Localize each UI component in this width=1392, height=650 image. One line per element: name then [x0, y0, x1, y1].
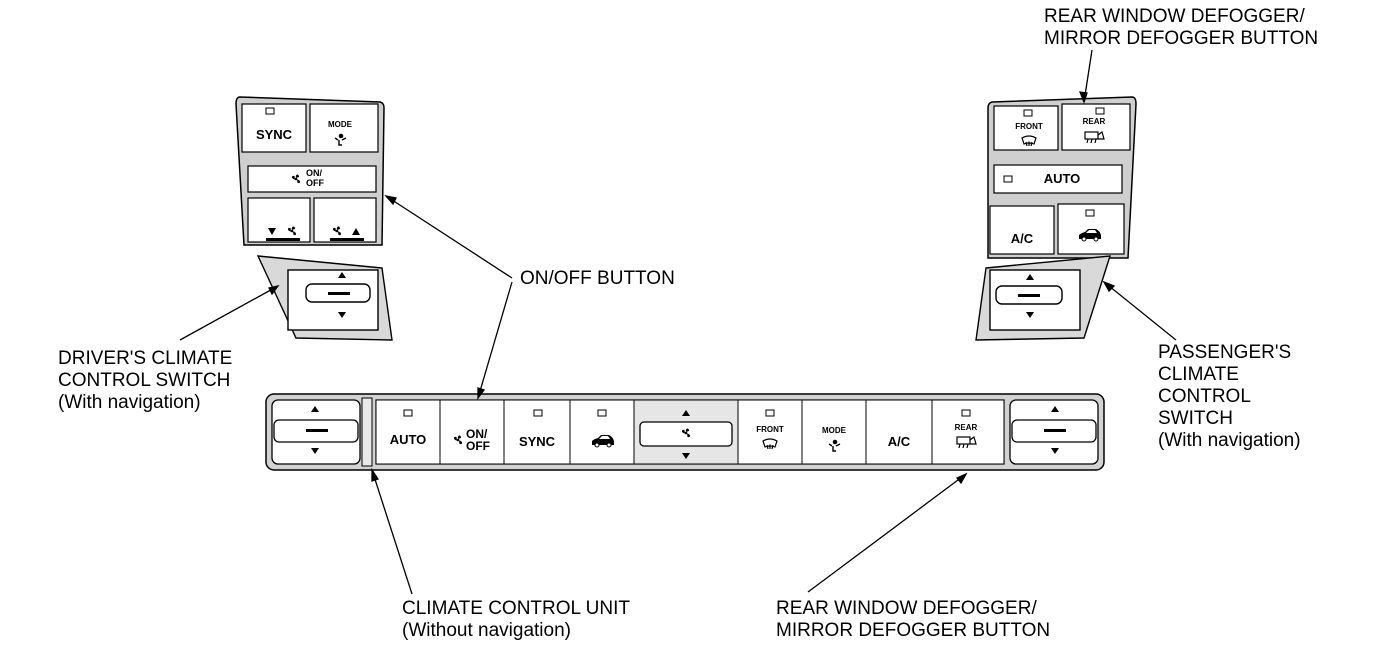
- triangle-up-icon: [311, 406, 319, 412]
- auto-button[interactable]: AUTO: [993, 164, 1123, 194]
- unit-mode-button[interactable]: MODE: [801, 399, 867, 465]
- unit-sync-label: SYNC: [519, 434, 556, 449]
- driver-sync-label: SYNC: [256, 127, 293, 142]
- callout-drivers-climate-control-switch: DRIVER'S CLIMATE CONTROL SWITCH (With na…: [58, 348, 232, 414]
- unit-recirculation-button[interactable]: [569, 399, 635, 465]
- unit-off-label: OFF: [466, 439, 490, 453]
- callout-line: CLIMATE: [1158, 364, 1239, 385]
- driver-on-label: ON/: [306, 168, 323, 178]
- ac-label: A/C: [1011, 231, 1034, 246]
- callout-passengers-climate-control-switch: PASSENGER'S CLIMATE CONTROL SWITCH (With…: [1158, 342, 1301, 452]
- callout-rear-defogger-bottom: REAR WINDOW DEFOGGER/ MIRROR DEFOGGER BU…: [776, 598, 1050, 642]
- driver-temperature-rocker[interactable]: [256, 255, 393, 341]
- rear-label: REAR: [1083, 117, 1106, 126]
- triangle-up-icon: [682, 410, 690, 416]
- callout-line: REAR WINDOW DEFOGGER/: [776, 598, 1037, 619]
- callout-line: CONTROL: [1158, 386, 1251, 407]
- callout-line: PASSENGER'S: [1158, 342, 1292, 363]
- unit-on-label: ON/: [466, 427, 488, 441]
- recirculation-button[interactable]: [1057, 203, 1125, 255]
- callout-line: ON/OFF BUTTON: [520, 268, 675, 289]
- triangle-down-icon: [1026, 312, 1034, 318]
- indicator-light: [1085, 209, 1095, 217]
- callout-line: (With navigation): [1158, 430, 1301, 451]
- unit-mode-label: MODE: [822, 426, 847, 435]
- callout-on-off-button: ON/OFF BUTTON: [520, 268, 675, 290]
- driver-sync-button[interactable]: SYNC: [241, 103, 307, 153]
- indicator-light: [765, 409, 775, 417]
- callout-rear-defogger-top: REAR WINDOW DEFOGGER/ MIRROR DEFOGGER BU…: [1044, 6, 1318, 50]
- unit-fan-speed-rocker[interactable]: [633, 399, 739, 465]
- callout-line: (Without navigation): [402, 620, 571, 641]
- unit-front-label: FRONT: [756, 425, 784, 434]
- callout-line: CONTROL SWITCH: [58, 370, 231, 391]
- unit-on-off-button[interactable]: ON/ OFF: [439, 399, 505, 465]
- triangle-up-icon: [1051, 406, 1059, 412]
- ac-button[interactable]: A/C: [989, 205, 1055, 255]
- unit-auto-button[interactable]: AUTO: [375, 399, 441, 465]
- unit-auto-label: AUTO: [390, 432, 427, 447]
- callout-line: REAR WINDOW DEFOGGER/: [1044, 6, 1305, 27]
- callout-climate-control-unit: CLIMATE CONTROL UNIT (Without navigation…: [402, 598, 630, 642]
- indicator-light: [403, 409, 413, 417]
- triangle-down-icon: [682, 453, 690, 459]
- callout-line: MIRROR DEFOGGER BUTTON: [776, 620, 1051, 641]
- triangle-up-icon: [352, 228, 360, 235]
- auto-label: AUTO: [1044, 171, 1081, 186]
- driver-on-off-button[interactable]: ON/ OFF: [247, 165, 377, 193]
- driver-mode-label: MODE: [328, 120, 353, 129]
- driver-mode-button[interactable]: MODE: [309, 103, 379, 153]
- triangle-down-icon: [338, 312, 346, 318]
- callout-line: DRIVER'S CLIMATE: [58, 348, 233, 369]
- indicator-light: [1023, 109, 1033, 117]
- unit-sync-button[interactable]: SYNC: [503, 399, 571, 465]
- indicator-light: [1003, 175, 1013, 183]
- unit-ac-button[interactable]: A/C: [865, 399, 933, 465]
- drivers-climate-control-switch: SYNC MODE ON/ OFF: [235, 96, 393, 341]
- callout-line: SWITCH: [1158, 408, 1233, 429]
- unit-left-temperature-rocker[interactable]: [271, 399, 361, 465]
- indicator-light: [597, 409, 607, 417]
- driver-fan-up-button[interactable]: [313, 197, 377, 243]
- front-label: FRONT: [1015, 122, 1043, 131]
- triangle-up-icon: [338, 272, 346, 278]
- callout-line: (With navigation): [58, 392, 201, 413]
- unit-front-defroster-button[interactable]: FRONT: [737, 399, 803, 465]
- front-defroster-button[interactable]: FRONT: [993, 105, 1059, 151]
- rear-defogger-button[interactable]: REAR: [1061, 103, 1131, 151]
- driver-fan-down-button[interactable]: [247, 197, 311, 243]
- unit-ac-label: A/C: [888, 434, 911, 449]
- unit-right-temperature-rocker[interactable]: [1009, 399, 1099, 465]
- passengers-climate-control-switch: FRONT REAR AUTO A/C: [975, 96, 1137, 341]
- triangle-down-icon: [268, 228, 276, 235]
- indicator-light: [961, 409, 971, 417]
- driver-off-label: OFF: [306, 178, 324, 188]
- indicator-light: [1095, 107, 1105, 115]
- callout-line: MIRROR DEFOGGER BUTTON: [1044, 28, 1319, 49]
- unit-rear-defogger-button[interactable]: REAR: [931, 399, 1005, 465]
- callout-line: CLIMATE CONTROL UNIT: [402, 598, 631, 619]
- climate-control-unit: AUTO ON/ OFF SYNC FRONT: [265, 393, 1105, 471]
- unit-rear-label: REAR: [955, 423, 978, 432]
- triangle-up-icon: [1026, 274, 1034, 280]
- leader-lines: [179, 49, 1177, 595]
- passenger-temperature-rocker[interactable]: [975, 255, 1111, 341]
- triangle-down-icon: [1051, 448, 1059, 454]
- indicator-light: [533, 409, 543, 417]
- indicator-light: [265, 107, 275, 115]
- triangle-down-icon: [311, 448, 319, 454]
